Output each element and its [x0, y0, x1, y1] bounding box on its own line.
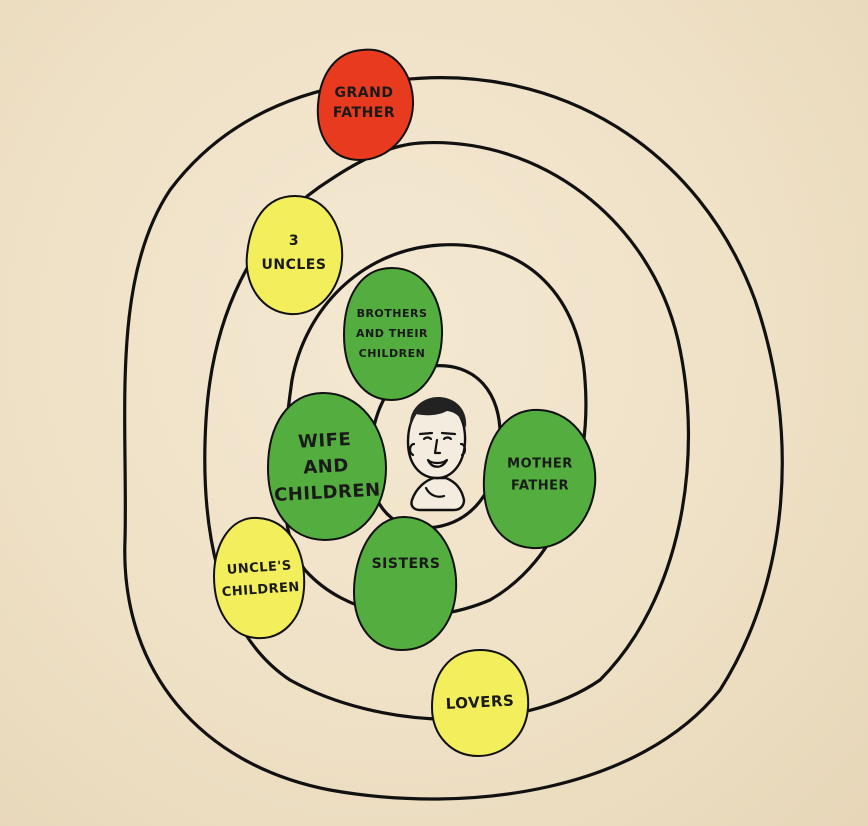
uncles-label-line: UNCLES [262, 257, 327, 273]
sisters-blob [354, 517, 456, 650]
brothers-label-line: CHILDREN [359, 347, 426, 360]
uncles-children-blob [214, 518, 304, 638]
self-portrait-face-icon [408, 397, 466, 510]
lovers-label-line: LOVERS [445, 691, 514, 713]
wife-label-line: AND [303, 455, 349, 478]
sisters-label-line: SISTERS [372, 556, 441, 572]
mother-father-label-line: FATHER [511, 479, 569, 494]
sisters-label: SISTERS [372, 556, 441, 572]
lovers-label: LOVERS [445, 691, 514, 713]
wife-label-line: WIFE [298, 429, 352, 453]
uncles-label-line: 3 [289, 233, 299, 249]
mother-father-label-line: MOTHER [507, 457, 573, 472]
grandfather-label-line: GRAND [335, 85, 394, 101]
brothers-label-line: BROTHERS [357, 307, 428, 320]
brothers-label: BROTHERS AND THEIR CHILDREN [356, 307, 428, 360]
grandfather-label-line: FATHER [333, 105, 395, 121]
brothers-label-line: AND THEIR [356, 327, 428, 340]
uncles-blob [247, 196, 342, 314]
